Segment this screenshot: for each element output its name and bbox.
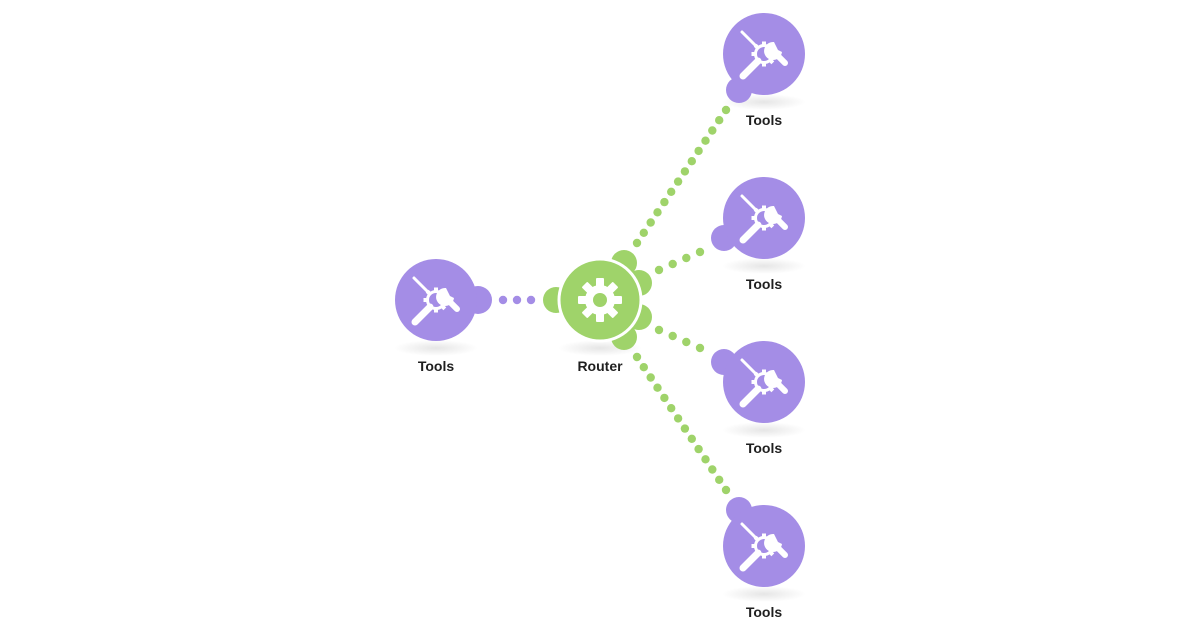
connector-dot <box>680 167 690 176</box>
connector-dot <box>512 295 522 305</box>
gear-icon <box>578 278 622 322</box>
module-label: Tools <box>745 604 783 620</box>
connector-router-to-route-4[interactable] <box>632 352 731 495</box>
connector-dot <box>715 475 724 484</box>
connector-dot <box>660 393 669 403</box>
connector-dot <box>632 238 642 248</box>
connector-router-to-route-3[interactable] <box>654 325 705 353</box>
module-label: Router <box>577 358 623 374</box>
module-label: Tools <box>745 112 783 128</box>
module-tools-route-3[interactable] <box>711 341 806 438</box>
connector-source-to-router[interactable] <box>498 295 536 305</box>
connector-dot <box>695 247 705 257</box>
connector-dot <box>682 253 691 263</box>
connector-dot <box>646 373 655 382</box>
module-label: Tools <box>745 440 783 456</box>
connector-dot <box>682 337 691 347</box>
connector-dot <box>654 325 664 335</box>
module-tools-route-4[interactable] <box>722 497 806 602</box>
connector-dot <box>639 228 648 237</box>
connector-dot <box>694 146 703 156</box>
connector-dot <box>673 177 683 186</box>
module-label: Tools <box>417 358 455 374</box>
connector-dot <box>695 343 705 353</box>
module-label: Tools <box>745 276 783 292</box>
module-router[interactable] <box>543 250 652 356</box>
connector-dot <box>708 465 717 474</box>
connector-dot <box>632 352 642 362</box>
connector-dot <box>701 136 710 145</box>
connector-dot <box>694 444 703 454</box>
connector-dot <box>654 265 664 275</box>
connector-dot <box>708 126 717 135</box>
connector-dot <box>701 455 710 464</box>
connector-dot <box>715 116 724 125</box>
connector-dot <box>668 259 677 269</box>
connector-router-to-route-2[interactable] <box>654 247 705 275</box>
connector-dot <box>653 383 662 392</box>
module-tools-route-2[interactable] <box>711 177 806 274</box>
connector-dot <box>660 197 669 207</box>
connector-dot <box>667 404 676 413</box>
connector-dot <box>667 187 676 196</box>
connector-dot <box>673 414 683 423</box>
connector-dot <box>687 157 696 166</box>
connector-router-to-route-1[interactable] <box>632 105 731 248</box>
connector-dot <box>721 105 731 115</box>
connector-dot <box>498 295 508 305</box>
module-tools-route-1[interactable] <box>722 13 806 110</box>
module-tools-source[interactable] <box>394 259 492 356</box>
connector-dot <box>639 363 648 372</box>
connector-dot <box>646 218 655 227</box>
connector-dot <box>680 424 690 433</box>
connector-dot <box>526 295 536 305</box>
connector-dot <box>668 331 677 341</box>
connector-dot <box>721 485 731 495</box>
connector-dot <box>687 434 696 443</box>
connector-dot <box>653 208 662 217</box>
